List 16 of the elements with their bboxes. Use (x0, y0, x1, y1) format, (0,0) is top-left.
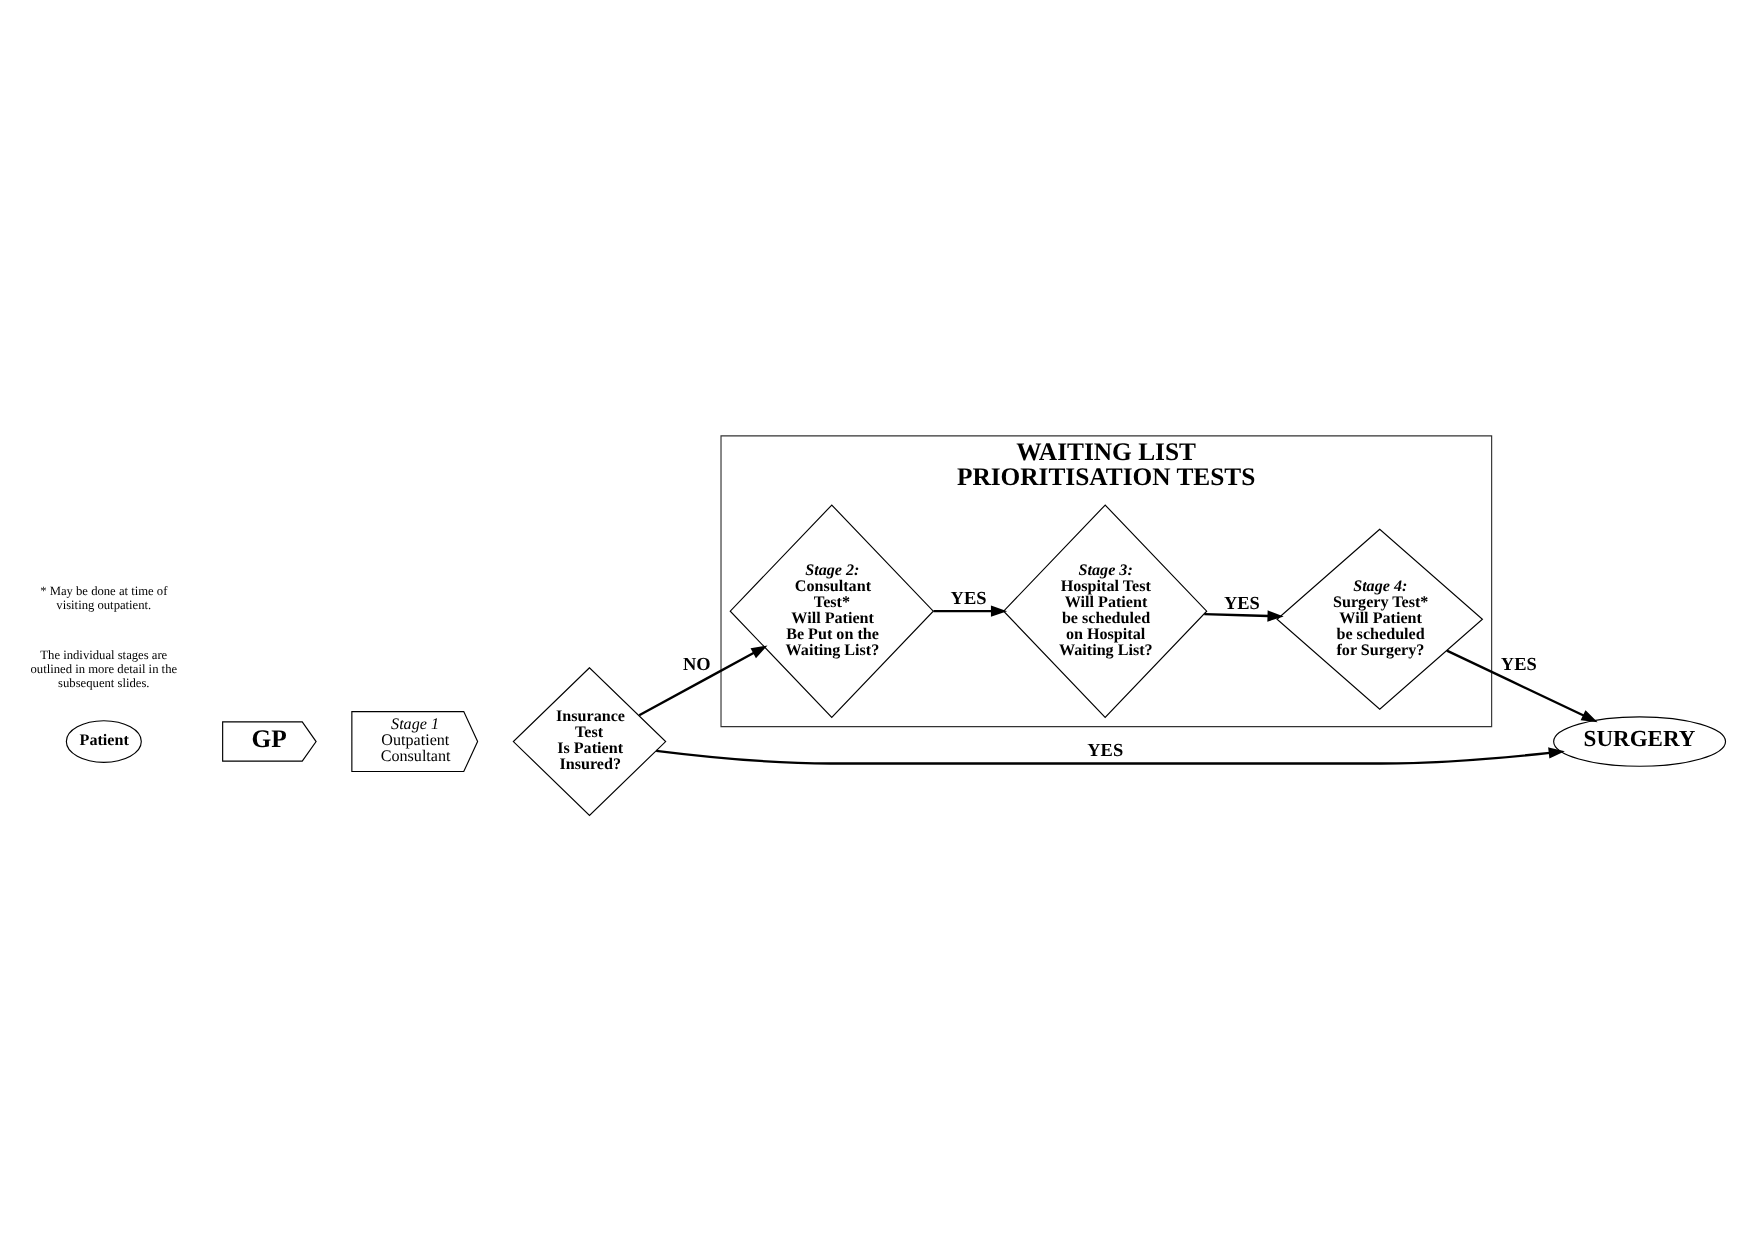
edge-label: YES (950, 588, 987, 609)
node-ellipse: Patient (65, 720, 142, 763)
arrow (1446, 649, 1598, 723)
node-diamond: Stage 2: Consultant Test* Will Patient Be Put on the Waiting List? (729, 504, 935, 719)
node-diamond: Insurance Test Is Patient Insured? (512, 666, 667, 817)
edge-label: YES (1224, 592, 1260, 613)
node-diamond: Stage 4: Surgery Test* Will Patient be scheduled for Surgery? (1276, 528, 1484, 710)
edge-label: YES (1087, 740, 1124, 761)
edge-label: YES (1500, 653, 1537, 674)
arrow (1204, 610, 1284, 622)
arrow (933, 605, 1008, 617)
node-ellipse: SURGERY (1553, 716, 1727, 767)
edge-label: NO (682, 653, 711, 674)
node-diamond: Stage 3: Hospital Test Will Patient be scheduled on Hospital Waiting List? (1002, 504, 1208, 719)
arrow (656, 747, 1565, 765)
arrow (638, 645, 768, 717)
